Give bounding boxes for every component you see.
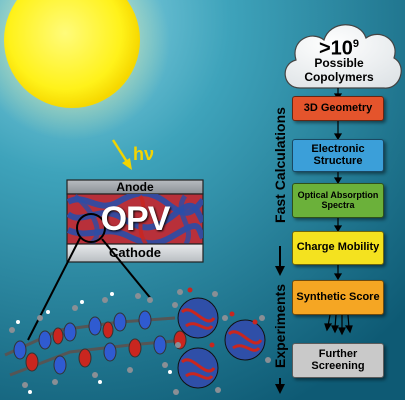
step-optical-absorption: Optical Absorption Spectra [292,183,384,218]
copolymer-count: >109 [318,37,360,60]
opv-label: OPV [100,200,171,238]
step-further-screening: Further Screening [292,343,384,378]
sun [4,0,140,108]
funnel-arrows-icon [324,314,353,336]
step-connectors [324,88,353,336]
experiments-arrow [275,378,285,394]
cathode-label: Cathode [109,245,161,260]
cloud-line-2: Possible [314,56,364,70]
step-electronic-structure: Electronic Structure [292,139,384,172]
opv-device [66,179,204,263]
zoom-indicator [27,213,153,341]
polymer-chain [4,292,187,394]
cloud-shape [284,24,402,89]
experiments-label: Experiments [272,283,288,368]
fast-calculations-label: Fast Calculations [272,107,288,223]
polymer-particles [173,287,271,395]
cloud-line-3: Copolymers [304,70,374,84]
anode-label: Anode [116,180,154,194]
light-arrow-icon [111,139,132,170]
step-3d-geometry: 3D Geometry [292,96,384,121]
step-synthetic-score: Synthetic Score [292,280,384,315]
photon-label: hν [133,144,155,164]
step-charge-mobility: Charge Mobility [292,231,384,265]
fast-calculations-arrow [275,246,285,276]
